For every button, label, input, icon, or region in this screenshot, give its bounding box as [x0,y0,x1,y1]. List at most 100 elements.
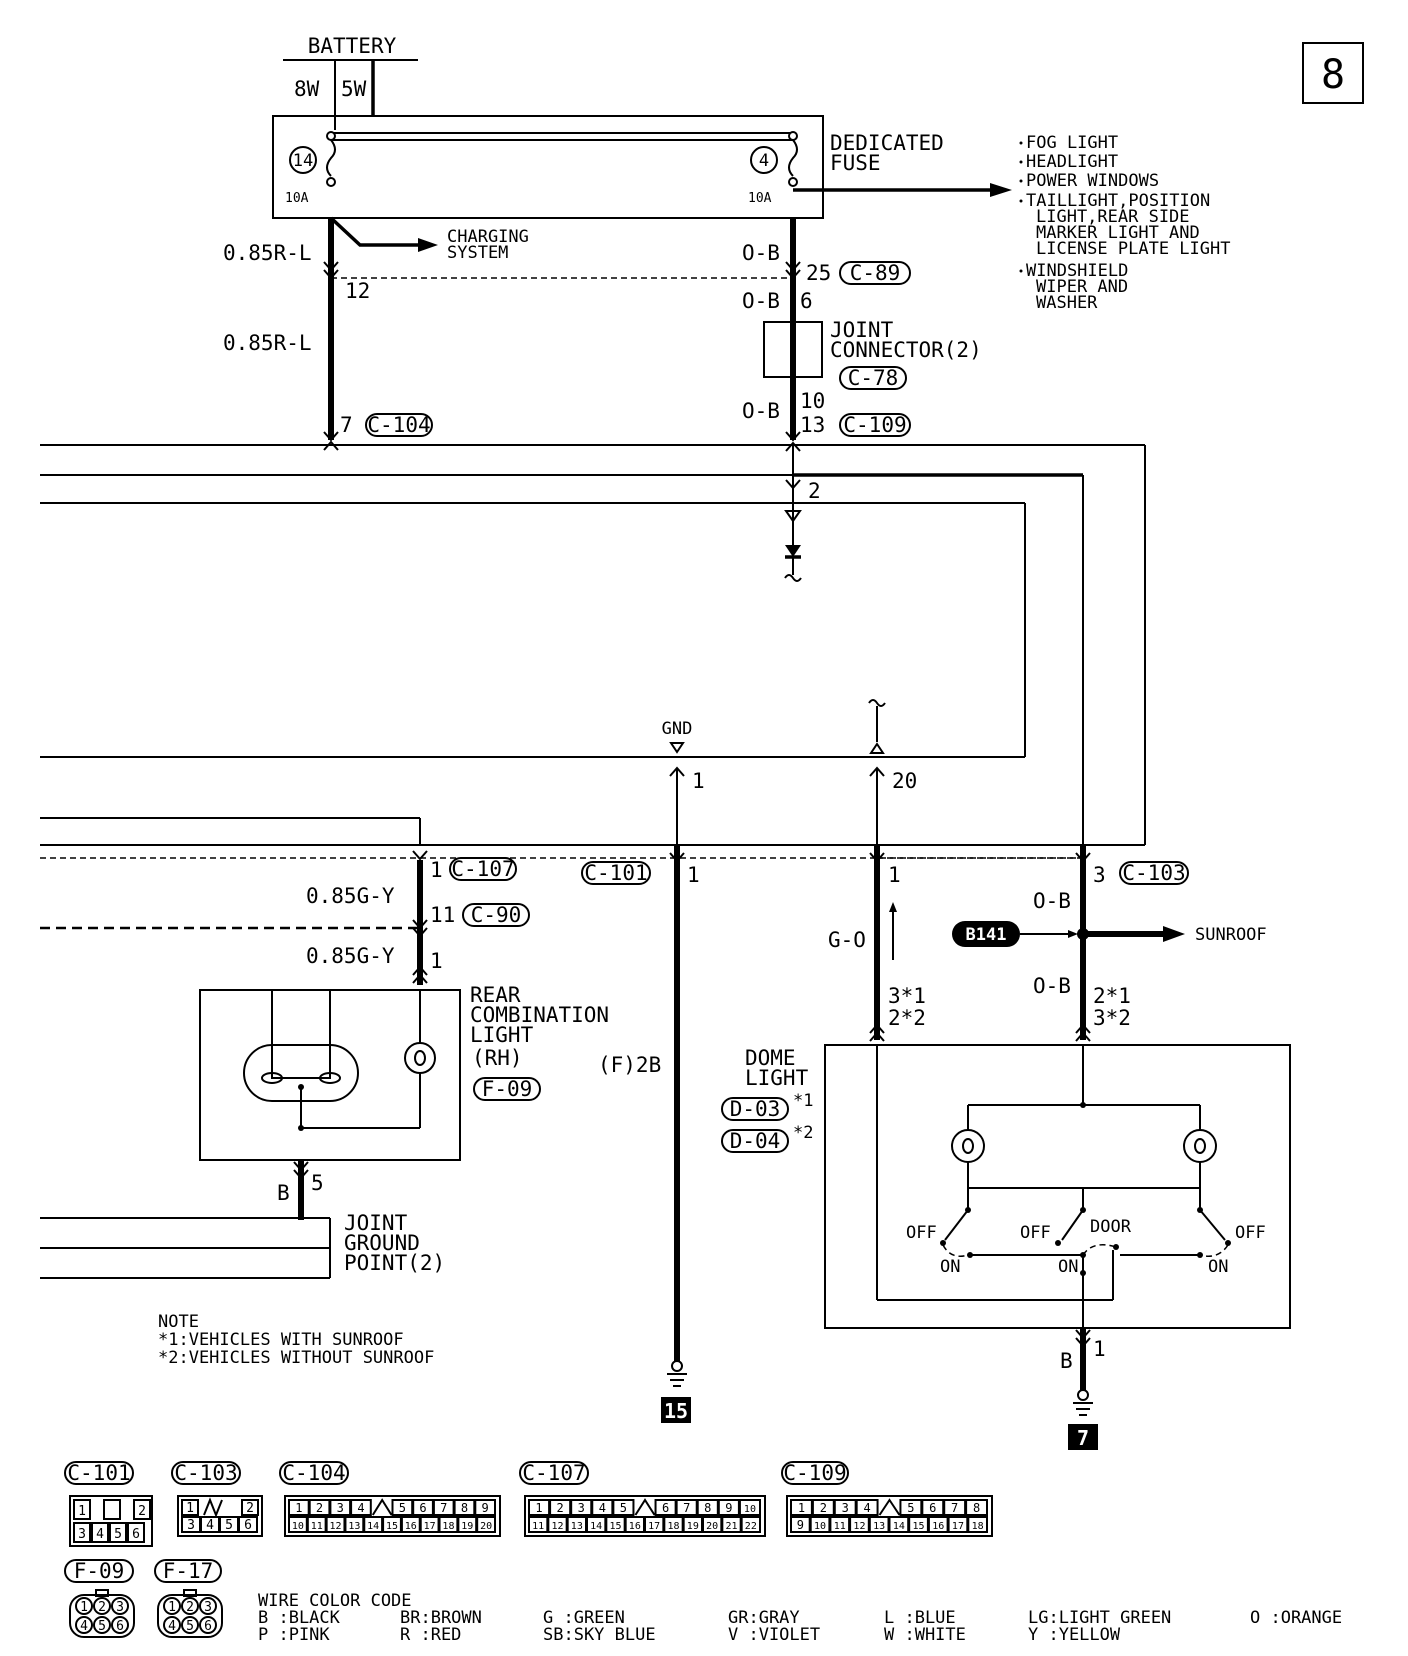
bulb-filament [962,1138,974,1154]
dedicated-fuse-box [272,115,824,219]
svg-text:WIRE COLOR CODE: WIRE COLOR CODE [258,1591,412,1611]
bulb-icon [404,1042,436,1074]
wire-label-g-y: 0.85G-Y [306,944,395,968]
connector-pin-number: 8 [973,1501,980,1515]
svg-text:V :VIOLET: V :VIOLET [728,1625,820,1645]
svg-text:LG:LIGHT GREEN: LG:LIGHT GREEN [1028,1608,1171,1628]
connector-pin-cell [654,1499,677,1516]
lamp-filament-coil [261,1072,283,1084]
dedicated-fuse-label-2: FUSE [830,151,881,175]
connector-pin-cell [325,1516,346,1533]
connector-c104-badge [365,413,433,437]
dome-bulb-left-icon [951,1129,985,1163]
wire-label-o-b: O-B [1033,889,1071,913]
wire-label-g-y: 0.85G-Y [306,884,395,908]
joint-ground-label-1: JOINT [344,1211,408,1235]
connector-pin-number: 17 [648,1521,660,1532]
connector-chevron [785,261,801,280]
wire-label-r-l: 0.85R-L [223,331,312,355]
connector-pin-number: 3 [578,1501,585,1515]
connector-d04: D-04 [730,1129,781,1153]
feed-item: WASHER [1036,293,1098,313]
pin-1: 1 [430,858,443,882]
feed-item: LIGHT,REAR SIDE [1036,207,1190,227]
connector-pin-number: 17 [424,1521,436,1532]
legend-f09: F-09 1 2 3 4 5 6 [64,1559,135,1638]
connector-pin-cell [721,1516,742,1533]
connector-pin-number: 22 [745,1521,757,1532]
switch-door: DOOR [1090,1217,1132,1237]
svg-text:C-103: C-103 [174,1461,237,1485]
connector-chevron [869,852,885,863]
connector-chevron [785,431,801,442]
pin-12: 12 [345,279,370,303]
wire-label-o-b: O-B [742,241,780,265]
connector-pin-number: 13 [348,1521,360,1532]
fuse-terminal [788,131,798,141]
connector-pin-cell [624,1516,646,1533]
fuse-14-number: 14 [293,151,313,171]
connector-pin-number: 13 [873,1521,885,1532]
connector-c89-badge [839,261,911,285]
connector-chevron [669,852,685,863]
connector-pin-number: 20 [706,1521,718,1532]
joint-connector-label-1: JOINT [830,318,894,342]
wire-label-g-o: G-O [828,928,866,952]
sunroof-arrow [1163,926,1185,942]
connector-pin-cell [612,1499,635,1516]
connector-pin-cell [644,1516,665,1533]
connector-pin-number: 16 [932,1521,944,1532]
connector-pin-cell [432,1499,455,1516]
ground-15-badge [661,1397,691,1423]
fuse-14-element [326,139,336,177]
connector-pin-cell [329,1499,352,1516]
connector-chevron [412,965,428,984]
connector-pin-cell [476,1516,497,1533]
wire-label-o-b: O-B [1033,974,1071,998]
page-number-box [1302,42,1364,104]
connector-pin-number: 9 [797,1518,804,1532]
switch-off-center: OFF [1020,1223,1051,1243]
connector-c90-badge [462,903,530,927]
connector-c107-badge [449,857,517,881]
dedicated-fuse-label-1: DEDICATED [830,131,944,155]
connector-c101-badge [581,861,651,885]
pin-1: 1 [692,769,705,793]
connector-c103: C-103 [1122,861,1185,885]
connector-pin-number: 16 [629,1521,641,1532]
svg-text:1: 1 [168,1600,176,1615]
connector-pin-cell [967,1516,988,1533]
connector-pin-cell [965,1499,988,1516]
connector-c107: C-107 [451,857,514,881]
connector-pin-cell [350,1499,372,1516]
dome-light-box [824,1044,1291,1329]
svg-text:W :WHITE: W :WHITE [884,1625,966,1645]
wire-label-o-b: O-B [742,289,780,313]
dome-switch-right [1120,1188,1231,1258]
lamp-filament [271,1048,331,1079]
pin-2-star1: 2*1 [1093,984,1131,1008]
connector-chevron [323,431,339,442]
gnd-label: GND [662,719,693,739]
connector-pin-number: 11 [532,1521,544,1532]
svg-text:1: 1 [186,1501,194,1516]
feed-item: WINDSHIELD [1026,261,1128,281]
connector-c101: C-101 [584,861,647,885]
connector-pin-cell [591,1499,614,1516]
svg-text:1: 1 [78,1504,86,1519]
svg-text:R :RED: R :RED [400,1625,461,1645]
svg-text:C-101: C-101 [67,1461,130,1485]
connector-pin-number: 20 [480,1521,492,1532]
connector-chevron [412,850,428,861]
connector-pin-number: 9 [482,1501,489,1515]
svg-text:4: 4 [80,1619,88,1634]
connector-chevron [669,766,685,777]
connector-pin-number: 12 [330,1521,342,1532]
connector-key [371,1498,393,1516]
connector-pin-number: 7 [951,1501,958,1515]
pin-20: 20 [892,769,917,793]
lamp-filament-coil [319,1072,341,1084]
wire-color-code: WIRE COLOR CODE B :BLACK P :PINK BR:BROW… [258,1591,1342,1645]
note-line-2: *2:VEHICLES WITHOUT SUNROOF [158,1348,434,1368]
wire-label-f2b: (F)2B [598,1053,661,1077]
